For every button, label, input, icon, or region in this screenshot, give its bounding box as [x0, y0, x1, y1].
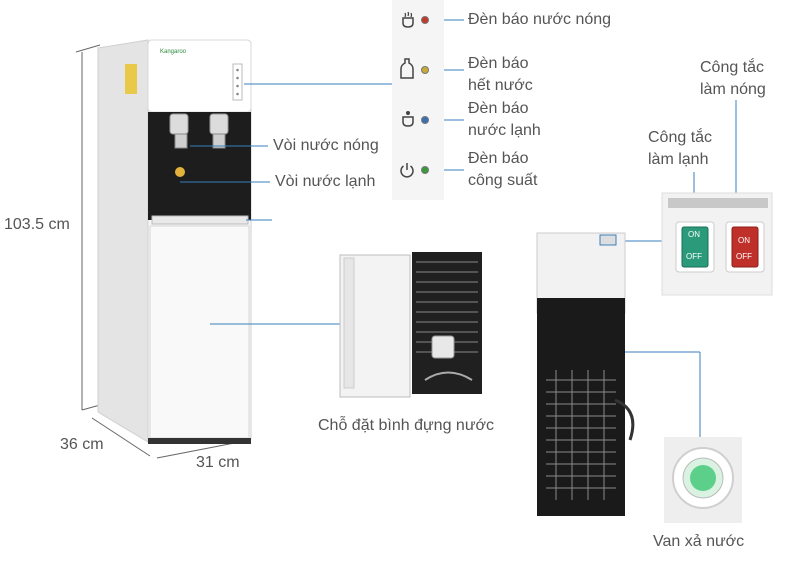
dispenser-front-view — [97, 39, 252, 444]
heat-switch-label-2: làm nóng — [700, 81, 766, 98]
width-dimension: 31 cm — [196, 454, 240, 471]
empty-indicator-led — [421, 66, 429, 74]
power-indicator-led — [421, 166, 429, 174]
rear-view — [536, 232, 635, 516]
cool-switch-on: ON — [688, 230, 700, 239]
cold-faucet-label: Vòi nước lạnh — [275, 173, 376, 190]
cold-indicator-label-2: nước lạnh — [468, 122, 541, 139]
bottle-area-label: Chỗ đặt bình đựng nước — [318, 417, 495, 434]
power-indicator-label-2: công suất — [468, 172, 538, 189]
cold-indicator-led — [421, 116, 429, 124]
hot-faucet-label: Vòi nước nóng — [273, 137, 379, 154]
cool-switch-label-1: Công tắc — [648, 129, 713, 146]
cold-cup-icon — [402, 111, 414, 127]
drain-valve-label: Van xả nước — [653, 533, 745, 550]
power-indicator-label-1: Đèn báo — [468, 150, 529, 167]
heat-switch-label-1: Công tắc — [700, 59, 765, 76]
cool-switch-off: OFF — [686, 252, 702, 261]
height-dimension: 103.5 cm — [4, 216, 70, 233]
power-icon — [400, 163, 414, 178]
heat-switch-on: ON — [738, 236, 750, 245]
control-panel — [392, 0, 444, 200]
hot-indicator-led — [421, 16, 429, 24]
cold-indicator-label-1: Đèn báo — [468, 100, 529, 117]
bottle-icon — [400, 58, 414, 79]
cool-switch-label-2: làm lạnh — [648, 151, 709, 168]
drain-valve-closeup — [664, 437, 742, 523]
switch-panel — [661, 192, 773, 296]
empty-indicator-label-2: hết nước — [468, 77, 533, 94]
heat-switch-off: OFF — [736, 252, 752, 261]
brand-text: Kangaroo — [160, 49, 187, 55]
dimension-lines — [75, 44, 251, 459]
hot-cup-icon — [402, 11, 414, 28]
depth-dimension: 36 cm — [60, 436, 104, 453]
bottle-compartment-view — [339, 252, 482, 398]
empty-indicator-label-1: Đèn báo — [468, 55, 529, 72]
hot-indicator-label: Đèn báo nước nóng — [468, 11, 612, 28]
